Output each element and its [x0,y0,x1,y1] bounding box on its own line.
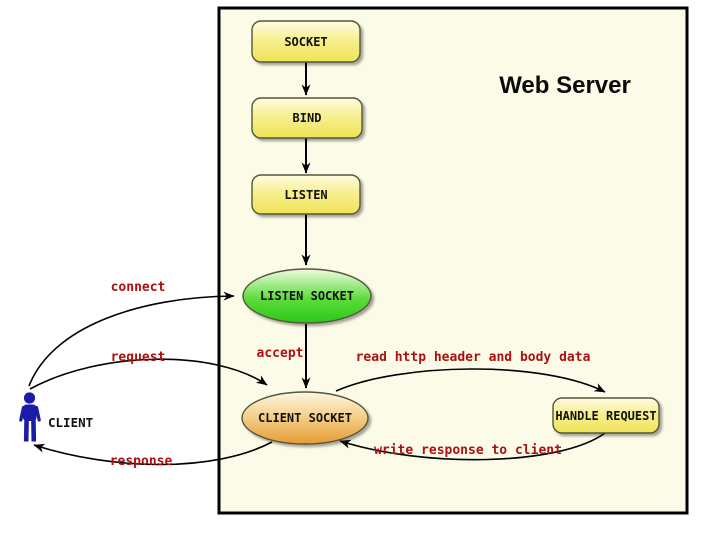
arrow-request [29,358,268,390]
write-response-label: write response to client [374,443,562,458]
arrow-connect [28,291,235,387]
arrow-write-response [339,432,606,461]
listen-node-label: LISTEN [284,188,327,202]
socket-node: SOCKET [251,20,361,63]
bind-node: BIND [251,97,363,139]
handle-request-node: HANDLE REQUEST [552,397,660,434]
client-socket-node-label: CLIENT SOCKET [258,411,352,425]
read-http-label: read http header and body data [356,350,591,365]
client-label: CLIENT [48,415,93,430]
client-socket-node: CLIENT SOCKET [241,391,369,445]
response-label: response [110,454,173,469]
handle-request-node-label: HANDLE REQUEST [555,409,656,423]
request-label: request [111,350,166,365]
listen-socket-node: LISTEN SOCKET [242,268,372,324]
edge-labels: connect request response accept read htt… [110,280,591,469]
connect-label: connect [111,280,166,295]
curved-arrows [28,291,606,466]
listen-socket-node-label: LISTEN SOCKET [260,289,354,303]
listen-node: LISTEN [251,174,361,215]
arrow-read-request [335,368,606,393]
client-person-icon [19,392,41,442]
bind-node-label: BIND [293,111,322,125]
accept-label: accept [257,346,304,361]
web-server-title: Web Server [499,72,631,99]
socket-node-label: SOCKET [284,35,327,49]
arrow-response [33,441,273,466]
